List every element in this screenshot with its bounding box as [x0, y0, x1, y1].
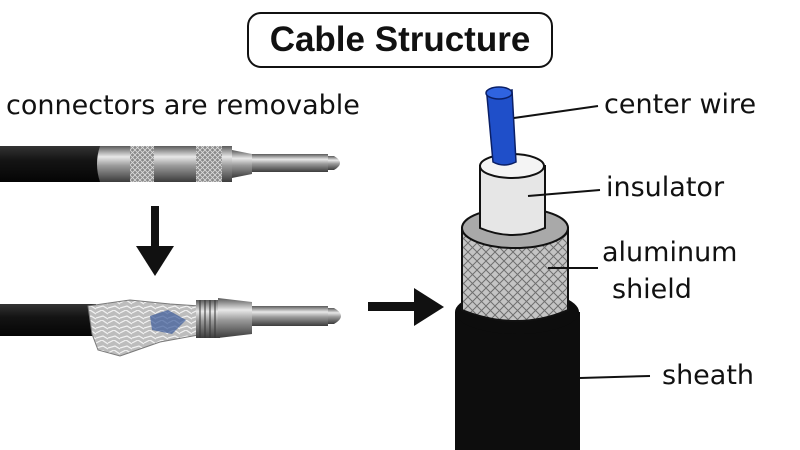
cable-cross-section: [455, 86, 580, 450]
insulator-layer: [479, 165, 546, 236]
caption-connectors: connectors are removable: [6, 90, 360, 121]
connector-neck-top: [232, 150, 252, 178]
connector-disassembled: [0, 298, 341, 357]
exposed-wires: [150, 310, 186, 334]
connector-intact: [0, 146, 340, 182]
plug-tip-bottom: [328, 308, 341, 324]
label-shield-line2: shield: [612, 274, 692, 305]
connector-threads: [196, 300, 220, 338]
connector-body-bottom: [218, 298, 252, 338]
leader-center-wire: [513, 105, 599, 119]
label-sheath: sheath: [662, 360, 755, 391]
right-arrow: [368, 288, 444, 326]
page-title: Cable Structure: [247, 12, 553, 68]
exposed-foil-shield: [87, 299, 205, 357]
label-shield-line1: aluminum: [602, 237, 738, 268]
knurl-band-2: [196, 146, 222, 182]
knurl-band-1: [130, 146, 154, 182]
sheath-layer: [455, 312, 580, 450]
label-insulator: insulator: [606, 172, 725, 203]
down-arrow: [136, 206, 174, 276]
plug-shaft-bottom: [252, 306, 328, 326]
leader-sheath: [579, 375, 651, 379]
shield-layer: [461, 227, 569, 322]
cable-top: [0, 146, 104, 182]
cable-bottom: [0, 304, 96, 336]
leader-insulator: [527, 189, 601, 197]
plug-shaft-top: [252, 154, 328, 172]
center-wire-tip: [485, 86, 513, 100]
label-center-wire: center wire: [604, 89, 757, 120]
center-wire: [486, 89, 517, 166]
plug-tip-top: [328, 156, 340, 170]
